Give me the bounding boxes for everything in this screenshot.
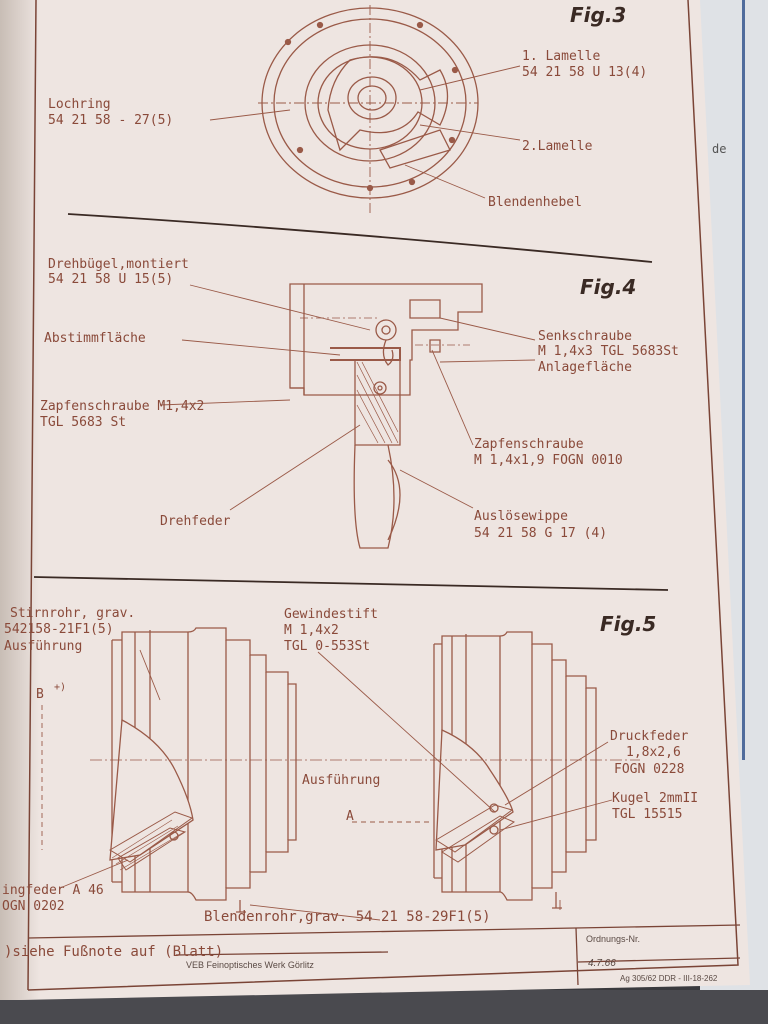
fig5-stirnrohr-line3: Ausführung: [4, 639, 83, 654]
fig5-label-b-sup: +): [54, 682, 67, 693]
fig5-gewindestift-line1: Gewindestift: [284, 607, 378, 622]
fig5-stirnrohr-line1: Stirnrohr, grav.: [10, 606, 136, 621]
fig5-right-tube: [433, 631, 597, 909]
fig5-gewindestift-line2: M 1,4x2: [284, 623, 339, 638]
footer-date: 4.7.66: [588, 958, 616, 969]
fig4-drehbuegel-label: Drehbügel,montiert: [48, 257, 189, 272]
fig4-title: Fig.4: [580, 275, 637, 299]
fig5-gewindestift-line3: TGL 0-553St: [284, 639, 371, 654]
fig3-leader-lines: [209, 65, 521, 199]
fig4-drehfeder-label: Drehfeder: [160, 514, 231, 529]
divider-fig3-fig4: [67, 213, 653, 263]
technical-drawing: [27, 0, 741, 991]
title-block: [27, 924, 741, 986]
fig3-shutter-ring: [258, 5, 479, 215]
fig5-druckfeder-line2: 1,8x2,6: [626, 745, 681, 760]
fig4-assembly: [289, 283, 483, 549]
footer-footnote: )siehe Fußnote auf (Blatt): [4, 944, 224, 960]
fig5-title: Fig.5: [600, 612, 657, 636]
background-text: de: [712, 142, 727, 156]
fig3-lamelle1-number: 54 21 58 U 13(4): [522, 65, 648, 80]
fig3-lamelle2-label: 2.Lamelle: [522, 139, 593, 154]
footer-form-code: Ag 305/62 DDR - III-18-262: [620, 974, 718, 983]
fig3-lamelle1-label: 1. Lamelle: [522, 49, 601, 64]
fig5-druckfeder-line3: FOGN 0228: [614, 762, 685, 777]
fig5-ausfuehrung-center: Ausführung: [302, 773, 381, 788]
fig4-zapfenschraube2-line2: M 1,4x1,9 FOGN 0010: [474, 453, 623, 468]
fig4-zapfenschraube2-line1: Zapfenschraube: [474, 437, 584, 452]
fig4-abstimmflaeche-label: Abstimmfläche: [44, 331, 146, 346]
fig4-drehbuegel-number: 54 21 58 U 15(5): [48, 272, 174, 287]
fig5-leader-lines: [41, 649, 640, 921]
page-fold-shadow: [0, 0, 40, 1000]
fig4-senkschraube-line1: Senkschraube: [538, 329, 632, 344]
fig3-title: Fig.3: [570, 3, 627, 27]
fig3-blendenhebel-label: Blendenhebel: [488, 195, 582, 210]
fig5-kugel-line1: Kugel 2mmII: [612, 791, 699, 806]
fig5-ringfeder-line2: OGN 0202: [2, 899, 65, 914]
background-blue-line: [742, 0, 745, 760]
fig4-zapfenschraube1-line1: Zapfenschraube M1,4x2: [40, 399, 205, 414]
fig3-lochring-number: 54 21 58 - 27(5): [48, 113, 174, 128]
fig5-left-tube: [109, 627, 297, 913]
divider-fig4-fig5: [33, 576, 669, 591]
fig5-label-b: B: [36, 687, 44, 702]
drawing-sheet: Fig.3 Lochring 54 21 58 - 27(5) 1. Lamel…: [0, 0, 750, 1000]
footer-ordnungs-label: Ordnungs-Nr.: [586, 934, 641, 944]
fig5-label-a: A: [346, 809, 354, 824]
fig5-druckfeder-line1: Druckfeder: [610, 729, 689, 744]
fig3-lochring-label: Lochring: [48, 97, 111, 112]
fig4-leader-lines: [159, 284, 536, 511]
footer-company: VEB Feinoptisches Werk Görlitz: [186, 960, 314, 970]
fig5-stirnrohr-line2: 542158-21F1(5): [4, 622, 114, 637]
fig5-blendenrohr-label: Blendenrohr,grav. 54 21 58-29F1(5): [204, 909, 491, 925]
fig4-anlageflaeche-label: Anlagefläche: [538, 360, 632, 375]
fig5-ringfeder-line1: ingfeder A 46: [2, 883, 104, 898]
fig4-senkschraube-line2: M 1,4x3 TGL 5683St: [538, 344, 679, 359]
fig4-ausloesewippe-line2: 54 21 58 G 17 (4): [474, 526, 608, 541]
fig4-zapfenschraube1-line2: TGL 5683 St: [40, 415, 127, 430]
sheet-border: [27, 0, 739, 991]
fig4-ausloesewippe-line1: Auslösewippe: [474, 509, 568, 524]
fig5-kugel-line2: TGL 15515: [612, 807, 683, 822]
